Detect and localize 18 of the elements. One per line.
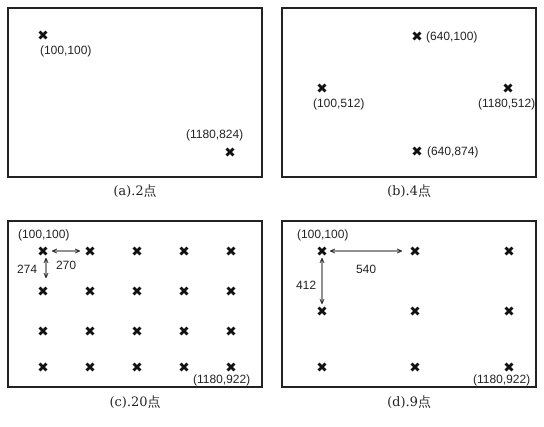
coordinate-label: (1180,512) [478, 96, 536, 110]
figure-caption: (b).4点 [387, 183, 431, 200]
coordinate-label: (640,100) [426, 29, 478, 43]
coordinate-label: (100,100) [40, 43, 92, 57]
coordinate-label: (100,100) [18, 227, 70, 241]
coordinate-label: (1180,922) [473, 372, 530, 386]
coordinate-label: (1180,824) [186, 127, 244, 141]
coordinate-label: (100,512) [313, 96, 364, 110]
coordinate-label: (1180,922) [193, 372, 250, 386]
dimension-value: 540 [356, 262, 376, 276]
figure-caption: (a).2点 [113, 183, 157, 200]
dimension-value: 270 [56, 258, 76, 272]
dimension-value: 412 [296, 278, 316, 292]
coordinate-label: (640,874) [427, 144, 478, 158]
coordinate-label: (100,100) [297, 227, 348, 241]
figure-caption: (d).9点 [387, 394, 431, 411]
dimension-value: 274 [17, 262, 38, 276]
figure-caption: (c).20点 [109, 394, 161, 411]
